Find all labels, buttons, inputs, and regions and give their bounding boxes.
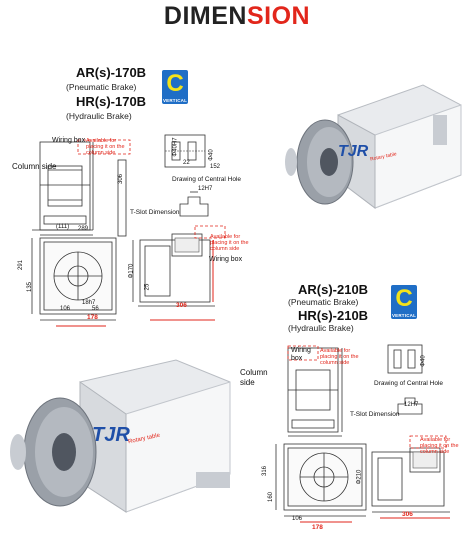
page-title: DIMENSION: [163, 2, 311, 30]
dim-phi40-lower: Φ40: [420, 355, 427, 367]
vertical-badge: C VERTICAL: [162, 70, 188, 104]
dim-phi210: Φ210: [356, 469, 363, 485]
dim-12h7: 12H7: [198, 186, 213, 192]
available-note-lower-2: Available for placing it on the column s…: [420, 437, 459, 455]
dim-306-horizontal: 306: [176, 302, 187, 309]
badge-letter-lower: C: [395, 285, 413, 312]
wiring-box-label-upper: Wiring box: [52, 137, 86, 144]
central-hole-label-lower: Drawing of Central Hole: [374, 380, 444, 387]
brand-logo-lower: TJR: [92, 424, 130, 446]
available-note-lower-1: Available for placing it on the column s…: [320, 348, 359, 366]
model-sub-pneumatic-lower: (Pneumatic Brake): [288, 297, 359, 307]
model-name-hr210: HR(s)-210B: [298, 308, 369, 323]
dim-56: 56: [92, 306, 99, 312]
rotary-table-photo-lower: [10, 359, 231, 513]
badge-letter: C: [166, 70, 184, 97]
badge-text-lower: VERTICAL: [391, 313, 417, 318]
column-side-label-lower: Column side: [240, 368, 268, 387]
drawing-upper-central-hole: [164, 134, 206, 168]
dim-12h7-lower: 12H7: [404, 402, 419, 408]
dim-178: 178: [87, 314, 98, 321]
dim-289: 289: [78, 226, 89, 232]
available-note-upper-2: Available for placing it on the column s…: [210, 234, 249, 252]
drawing-upper-tslot: [179, 191, 209, 217]
dim-306-lower: 306: [402, 511, 413, 518]
dim-160: 160: [268, 491, 275, 503]
dim-25: 25: [144, 283, 151, 291]
dim-135: 135: [27, 281, 34, 293]
model-name-ar170: AR(s)-170B: [76, 65, 147, 80]
dim-178-lower: 178: [312, 524, 323, 531]
dim-306-vertical: 306: [118, 173, 125, 185]
brand-logo-upper: TJR: [338, 143, 369, 160]
central-hole-label-upper: Drawing of Central Hole: [172, 176, 242, 183]
column-side-label-upper: Column side: [12, 162, 57, 171]
dim-316: 316: [262, 465, 269, 477]
tslot-label-lower: T-Slot Dimension: [350, 411, 400, 418]
dim-phi170: Φ170: [128, 263, 135, 279]
badge-text: VERTICAL: [162, 98, 188, 103]
dim-phi40h7: Φ40H7: [172, 137, 179, 157]
wiring-box-label-upper-2: Wiring box: [209, 256, 243, 263]
dim-phi40: Φ40: [208, 149, 215, 161]
dim-152: 152: [210, 164, 221, 170]
dim-106-lower: 106: [292, 516, 303, 522]
dim-106: 106: [60, 306, 71, 312]
model-name-ar210: AR(s)-210B: [298, 282, 369, 297]
drawing-upper-side: [31, 139, 226, 327]
available-note-upper-1: Available for placing it on the column s…: [86, 138, 125, 156]
rotary-table-photo-upper: [285, 84, 462, 210]
dim-291: 291: [18, 259, 25, 271]
model-sub-hydraulic: (Hydraulic Brake): [66, 111, 132, 121]
model-name-hr170: HR(s)-170B: [76, 94, 147, 109]
dim-22: 22: [183, 160, 190, 166]
tslot-label-upper: T-Slot Dimension: [130, 209, 180, 216]
vertical-badge-lower: C VERTICAL: [391, 285, 417, 319]
model-sub-pneumatic: (Pneumatic Brake): [66, 82, 137, 92]
model-sub-hydraulic-lower: (Hydraulic Brake): [288, 323, 354, 333]
drawing-lower: [275, 344, 450, 523]
dim-18h7: 18h7: [82, 300, 96, 306]
wiring-box-label-lower: Wiring box: [291, 347, 311, 362]
dim-111: (111): [56, 224, 70, 230]
